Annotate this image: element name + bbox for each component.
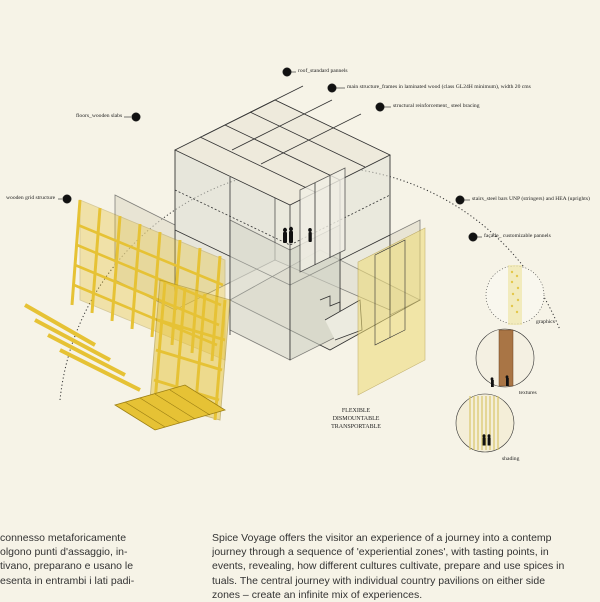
- italian-line-4: esenta in entrambi i lati padi-: [0, 574, 135, 587]
- label-graphics: graphics: [536, 319, 555, 325]
- label-floors: floors_wooden slabs: [76, 113, 123, 119]
- facade-option-shading: [455, 393, 515, 453]
- english-line-3: events, revealing, how different culture…: [212, 560, 565, 573]
- label-shading: shading: [502, 456, 520, 462]
- pointer-dot-facade: [468, 232, 478, 242]
- pointer-dot-floors: [131, 112, 141, 122]
- english-line-1: Spice Voyage offers the visitor an exper…: [212, 532, 552, 544]
- wooden-grid-structure: [24, 199, 231, 431]
- label-main-structure: main structure_frames in laminated wood …: [347, 84, 531, 90]
- caption-line-3: TRANSPORTABLE: [331, 424, 381, 431]
- italian-line-3: tivano, preparano e usano le: [0, 560, 134, 573]
- italian-line-1: connesso metaforicamente: [0, 532, 127, 544]
- label-stairs: stairs_steel bars UNP (stringers) and HE…: [472, 196, 590, 202]
- caption-line-2: DISMOUNTABLE: [332, 416, 380, 423]
- pointer-dot-roof: [282, 67, 292, 77]
- pointer-dot-main-structure: [327, 83, 337, 93]
- label-facade: façade_ customizable pannels: [484, 233, 551, 239]
- human-figures: [283, 226, 312, 243]
- pointers: [58, 67, 482, 242]
- label-roof-panels: roof_standard pannels: [298, 68, 348, 74]
- english-line-2: journey through a sequence of 'experient…: [212, 546, 549, 559]
- italian-line-2: olgono punti d'assaggio, in-: [0, 546, 128, 559]
- pointer-dot-wooden-grid: [62, 194, 72, 204]
- italian-paragraph: connesso metaforicamente olgono punti d'…: [0, 531, 176, 588]
- label-textures: textures: [519, 390, 537, 396]
- pointer-dot-stairs: [455, 195, 465, 205]
- english-line-5: zones – create an infinite mix of experi…: [212, 588, 423, 601]
- yellow-facade-panel: [357, 227, 426, 396]
- pointer-dot-reinforcement: [375, 102, 385, 112]
- english-line-4: tuals. The central journey with individu…: [212, 574, 546, 587]
- caption-line-1: FLEXIBLE: [341, 408, 371, 414]
- grid-floor: [24, 303, 141, 392]
- english-paragraph: Spice Voyage offers the visitor an exper…: [212, 531, 600, 602]
- label-structural-reinforcement: structural reinforcement_ steel bracing: [393, 103, 480, 109]
- facade-option-graphics: [485, 265, 545, 325]
- facade-option-textures: [475, 328, 535, 388]
- label-wooden-grid: wooden grid structure: [6, 195, 56, 201]
- flexibility-caption: FLEXIBLE DISMOUNTABLE TRANSPORTABLE: [316, 407, 396, 431]
